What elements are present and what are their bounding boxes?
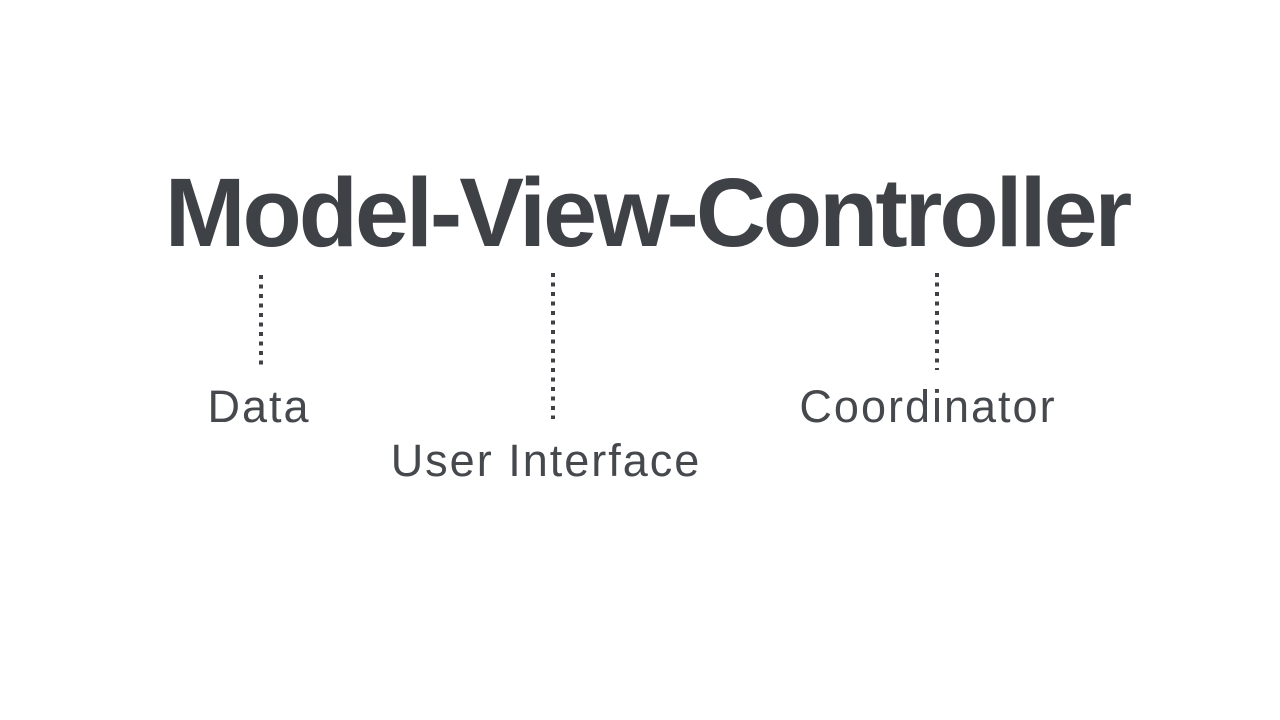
dotted-connector-model [259, 275, 263, 370]
diagram-title: Model-View-Controller [164, 158, 1133, 267]
dotted-connector-view [551, 273, 555, 419]
dotted-connector-controller [935, 273, 939, 370]
label-model-data: Data [207, 381, 311, 432]
label-view-user-interface: User Interface [390, 435, 702, 486]
label-controller-coordinator: Coordinator [799, 381, 1057, 432]
